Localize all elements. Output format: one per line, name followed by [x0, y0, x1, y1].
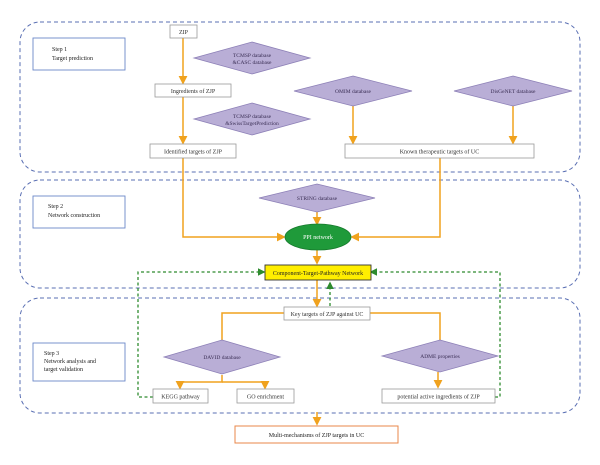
string-diamond: STRING database [258, 183, 376, 213]
go-label: GO enrichment [247, 395, 284, 401]
step1-label-box: Step 1 Target prediction [32, 37, 126, 71]
ingredients-label: Ingredients of ZJP [171, 88, 216, 95]
ppi-label: PPI network [303, 235, 333, 241]
kegg-box: KEGG pathway [152, 388, 209, 404]
tcmsp-casc-diamond: TCMSP database &CASC database [192, 41, 312, 75]
key-targets-box: Key targets of ZJP against UC [283, 306, 371, 321]
identified-box: Identified targets of ZJP [149, 143, 237, 159]
step3-line2: Network analysis and [44, 359, 96, 365]
known-box: Known therapeutic targets of UC [344, 143, 535, 159]
flow-arrows [175, 38, 518, 426]
adme-label: ADME properties [420, 354, 460, 360]
step3-label-box: Step 3 Network analysis and target valid… [32, 342, 126, 382]
ingredients-box: Ingredients of ZJP [154, 83, 232, 98]
disgenet-diamond: DisGeNET database [453, 75, 573, 107]
go-box: GO enrichment [236, 388, 295, 404]
ctp-network-label: Component-Target-Pathway Network [273, 271, 363, 277]
step2-line1: Step 2 [48, 204, 63, 210]
known-label: Known therapeutic targets of UC [400, 149, 480, 156]
ppi-network-ellipse: PPI network [284, 223, 352, 251]
key-targets-label: Key targets of ZJP against UC [291, 311, 364, 318]
zip-box: ZIP [169, 24, 198, 39]
kegg-label: KEGG pathway [161, 395, 200, 401]
final-box: Multi-mechanisms of ZJP targets in UC [234, 425, 399, 444]
tcmsp-swiss-diamond: TCMSP database &SwissTargetPrediction [192, 102, 312, 136]
step3-line3: target validation [44, 367, 83, 373]
tcmsp-casc-line2: &CASC database [233, 60, 273, 66]
ctp-network-box: Component-Target-Pathway Network [264, 264, 372, 281]
step1-region [19, 21, 581, 173]
potential-label: potential active ingredients of ZJP [397, 394, 480, 401]
step2-label-box: Step 2 Network construction [32, 195, 126, 229]
tcmsp-swiss-line1: TCMSP database [233, 114, 272, 120]
david-diamond: DAVID database [162, 339, 282, 375]
identified-label: Identified targets of ZJP [164, 149, 223, 156]
step2-region [19, 179, 581, 289]
step1-line1: Step 1 [52, 47, 67, 53]
final-label: Multi-mechanisms of ZJP targets in UC [269, 432, 365, 439]
adme-diamond: ADME properties [380, 339, 500, 373]
feedback-loop [137, 268, 501, 398]
zip-label: ZIP [179, 30, 189, 36]
tcmsp-casc-line1: TCMSP database [233, 53, 272, 59]
omim-diamond: OMIM database [293, 75, 413, 107]
omim-label: OMIM database [335, 89, 371, 95]
tcmsp-swiss-line2: &SwissTargetPrediction [225, 121, 279, 127]
step2-line2: Network construction [48, 213, 100, 219]
disgenet-label: DisGeNET database [491, 89, 537, 95]
david-label: DAVID database [203, 355, 241, 361]
step1-line2: Target prediction [52, 56, 93, 62]
string-label: STRING database [297, 196, 338, 202]
potential-box: potential active ingredients of ZJP [381, 388, 496, 404]
step3-line1: Step 3 [44, 351, 59, 357]
step3-region [19, 297, 581, 414]
